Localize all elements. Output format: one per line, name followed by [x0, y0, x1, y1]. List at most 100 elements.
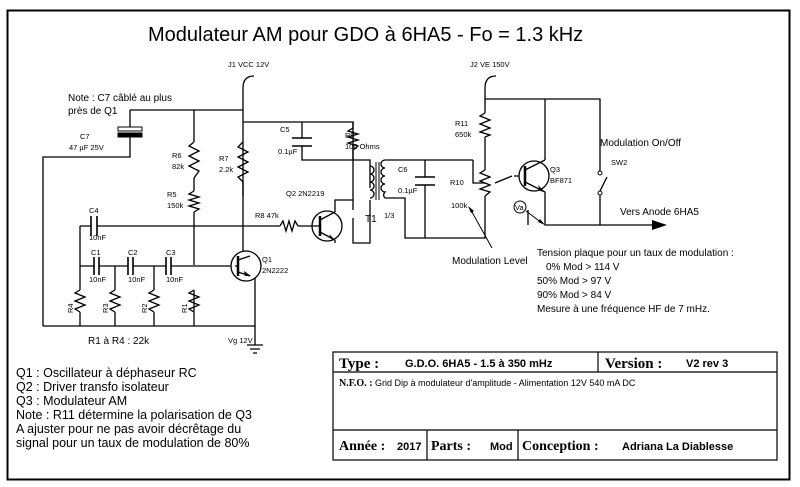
title-block: [332, 351, 778, 461]
note-c7-line1: Note : C7 câblé au plus: [68, 93, 172, 104]
q2-transistor: Q2 2N2219: [286, 189, 353, 243]
q3-transistor: Q3 BF871: [518, 159, 572, 200]
r6-label: R6: [172, 151, 182, 160]
diagram-title: Modulateur AM pour GDO à 6HA5 - Fo = 1.3…: [148, 24, 583, 46]
note-adjust-line1: A ajuster pour ne pas avoir décrêtage du: [16, 422, 241, 436]
c6-value: 0.1µF: [398, 186, 418, 195]
r3-resistor: R3: [101, 289, 122, 313]
note-adjust-line2: signal pour un taux de modulation de 80%: [16, 436, 250, 450]
r9-resistor: R9 100 Ohms: [345, 122, 380, 160]
c3-value: 10nF: [166, 275, 184, 284]
q1-label: Q1: [262, 255, 272, 264]
note-c7-line2: près de Q1: [68, 106, 118, 117]
j2-connector: J2 VE 150V: [470, 60, 510, 89]
tension-notes-line1: Tension plaque pour un taux de modulatio…: [537, 248, 734, 259]
r11-value: 650k: [455, 130, 472, 139]
parts-label: Parts :: [431, 439, 471, 454]
c3-label: C3: [166, 248, 176, 257]
r3-label: R3: [101, 303, 110, 313]
type-value: G.D.O. 6HA5 - 1.5 à 350 mHz: [405, 358, 553, 370]
c3-capacitor: C3 10nF: [165, 248, 184, 284]
tension-notes-line5: Mesure à une fréquence HF de 7 mHz.: [537, 304, 710, 315]
c6-capacitor: C6 0.1µF: [398, 165, 435, 195]
c5-capacitor: C5 0.1µF: [278, 125, 312, 156]
c1-value: 10nF: [89, 275, 107, 284]
r1-resistor: R1: [180, 289, 201, 313]
tension-notes-line2: 0% Mod > 114 V: [546, 262, 620, 273]
r2-resistor: R2: [140, 289, 161, 313]
note-q3: Q3 : Modulateur AM: [16, 394, 127, 408]
c1-label: C1: [91, 248, 101, 257]
r5-label: R5: [167, 190, 177, 199]
r6-resistor: R6 82k: [172, 141, 201, 179]
note-q2: Q2 : Driver transfo isolateur: [16, 380, 169, 394]
r8-resistor: R8 47k: [255, 211, 299, 234]
c5-label: C5: [280, 125, 290, 134]
c7-label: C7: [80, 132, 90, 141]
c4-value: 10nF: [89, 233, 107, 242]
type-label: Type :: [339, 356, 379, 372]
sw2-label: SW2: [611, 158, 627, 167]
circuit-wires: [42, 88, 652, 345]
c5-value: 0.1µF: [278, 147, 298, 156]
resistor-values-note: R1 à R4 : 22k: [88, 336, 150, 347]
c6-label: C6: [398, 165, 408, 174]
annee-value: 2017: [397, 441, 421, 453]
conception-label: Conception :: [522, 439, 599, 454]
r4-label: R4: [66, 303, 75, 313]
r8-label: R8 47k: [255, 211, 279, 220]
sheet-border: [6, 9, 791, 481]
q2-label: Q2 2N2219: [286, 189, 324, 198]
ground-symbol: [247, 344, 263, 354]
q3-label: Q3: [550, 165, 560, 174]
sw2-switch[interactable]: SW2: [597, 158, 627, 196]
c1-capacitor: C1 10nF: [89, 248, 107, 284]
modulation-switch-label: Modulation On/Off: [600, 138, 681, 149]
r7-resistor: R7 2.2k: [219, 141, 250, 183]
note-q1: Q1 : Oscillateur à déphaseur RC: [16, 366, 197, 380]
annee-label: Année :: [339, 439, 385, 454]
t1-label: T1: [365, 214, 377, 225]
nfo-label: N.F.O. :: [339, 378, 373, 389]
c7-capacitor: C7 47 µF 25V: [69, 126, 143, 152]
conception-value: Adriana La Diablesse: [622, 441, 733, 453]
q3-value: BF871: [550, 176, 572, 185]
q1-transistor: Q1 2N2222: [230, 250, 288, 282]
r7-label: R7: [219, 154, 229, 163]
modulation-level-pointer: [471, 211, 493, 249]
c2-value: 10nF: [128, 275, 146, 284]
c4-capacitor: C4 10nF: [89, 206, 107, 242]
j1-label: J1 VCC 12V: [228, 60, 269, 69]
c4-label: C4: [89, 206, 99, 215]
parts-value: Mod: [490, 441, 513, 453]
va-label: Va: [515, 203, 524, 212]
t1-transformer: [369, 159, 387, 200]
r2-label: R2: [140, 303, 149, 313]
r9-value: 100 Ohms: [345, 142, 380, 151]
va-probe: Va: [513, 200, 545, 225]
vg-label: Vg 12V: [228, 336, 253, 345]
r11-resistor: R11 650k: [455, 112, 492, 139]
tension-notes-line4: 90% Mod > 84 V: [537, 290, 612, 301]
r6-value: 82k: [172, 162, 184, 171]
version-value: V2 rev 3: [686, 358, 728, 370]
r10-label: R10: [450, 178, 464, 187]
c7-value: 47 µF 25V: [69, 143, 104, 152]
r1-label: R1: [180, 303, 189, 313]
version-label: Version :: [605, 356, 662, 372]
tension-notes-line3: 50% Mod > 97 V: [537, 276, 612, 287]
q1-value: 2N2222: [262, 266, 288, 275]
j1-connector: J1 VCC 12V: [228, 60, 269, 89]
c2-label: C2: [128, 248, 138, 257]
r9-label: R9: [345, 131, 355, 140]
r5-value: 150k: [167, 201, 184, 210]
r10-potentiometer[interactable]: R10 100k: [450, 169, 492, 210]
r11-label: R11: [455, 119, 468, 128]
r4-resistor: R4: [66, 289, 87, 313]
nfo-value: Grid Dip à modulateur d'amplitude - Alim…: [375, 378, 636, 388]
r5-resistor: R5 150k: [167, 190, 202, 213]
note-r11: Note : R11 détermine la polarisation de …: [16, 408, 252, 422]
modulation-level-label: Modulation Level: [452, 256, 528, 267]
c2-capacitor: C2 10nF: [127, 248, 146, 284]
